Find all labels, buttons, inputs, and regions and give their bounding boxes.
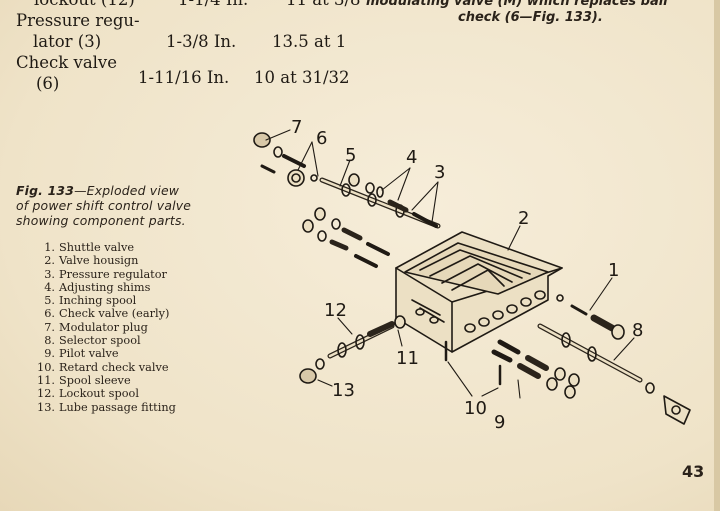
valve-housing-drawing	[395, 231, 563, 353]
list-item: 6.Check valve (early)	[44, 307, 170, 321]
caption-figure-number: Fig. 133	[16, 183, 75, 198]
spec-value-lockout: 11 at 3/8	[286, 0, 361, 9]
list-item: 8.Selector spool	[44, 334, 141, 348]
parts-list: 1.Shuttle valve 2.Valve housign 3.Pressu…	[36, 241, 176, 414]
page-number: 43	[682, 462, 705, 481]
callout-6: 6	[316, 128, 327, 149]
list-item: 5.Inching spool	[44, 294, 137, 308]
caption-line1-rest: —Exploded view	[74, 183, 180, 198]
caption-line2: of power shift control valve	[16, 198, 192, 213]
small-plugs-drawing	[302, 207, 390, 268]
selector-spool-drawing	[537, 323, 691, 425]
list-item: 10.Retard check valve	[37, 360, 169, 374]
caption-line3: showing component parts.	[16, 213, 186, 228]
list-item: 12.Lockout spool	[37, 387, 139, 401]
body-text-line2: check (6—Fig. 133).	[458, 10, 603, 25]
spec-size-lockout: 1-1/4 In.	[178, 0, 248, 9]
body-text-line1: modulating valve (M) which replaces ball	[366, 0, 668, 9]
list-item: 2.Valve housign	[44, 254, 139, 268]
spec-name-regulator-line1: Pressure regu-	[16, 11, 140, 30]
shuttle-valve-drawing	[556, 294, 625, 340]
callout-3: 3	[434, 162, 445, 183]
callout-7: 7	[291, 117, 302, 138]
spec-size-regulator: 1-3/8 In.	[166, 32, 237, 51]
lockout-spool-drawing	[299, 315, 406, 384]
leader-lines	[265, 129, 635, 399]
callout-10: 10	[464, 398, 487, 419]
list-item: 4.Adjusting shims	[44, 280, 151, 294]
callout-12: 12	[324, 300, 347, 321]
callout-11: 11	[396, 348, 419, 369]
figure-caption: Fig. 133—Exploded view of power shift co…	[16, 183, 191, 228]
callout-9: 9	[494, 412, 505, 433]
pilot-valve-drawing	[491, 339, 580, 399]
spec-size-checkvalve: 1-11/16 In.	[138, 68, 230, 87]
list-item: 1.Shuttle valve	[44, 241, 135, 254]
spec-value-checkvalve: 10 at 31/32	[254, 68, 350, 87]
spec-value-regulator: 13.5 at 1	[272, 32, 347, 51]
spec-name-checkvalve-line1: Check valve	[16, 53, 118, 72]
list-item: 9.Pilot valve	[44, 347, 119, 361]
callout-4: 4	[406, 147, 417, 168]
callout-1: 1	[608, 260, 619, 281]
spec-name-lockout: lockout (12)	[34, 0, 135, 9]
callout-5: 5	[345, 145, 356, 166]
spec-name-checkvalve-line2: (6)	[36, 74, 60, 93]
spec-name-regulator-line2: lator (3)	[33, 32, 102, 51]
list-item: 13.Lube passage fitting	[37, 400, 176, 414]
callout-8: 8	[632, 320, 643, 341]
check-valve-drawing	[253, 132, 318, 187]
list-item: 3.Pressure regulator	[44, 267, 167, 281]
retard-check-valve-drawing	[444, 340, 502, 386]
pressure-regulator-drawing	[348, 173, 438, 228]
list-item: 11.Spool sleeve	[37, 373, 131, 387]
list-item: 7.Modulator plug	[44, 320, 148, 334]
page-edge	[714, 0, 720, 511]
body-text-top-right: modulating valve (M) which replaces ball…	[366, 0, 668, 26]
caption-line1: Fig. 133—Exploded view	[16, 183, 191, 198]
callout-2: 2	[518, 208, 529, 229]
callout-13: 13	[332, 380, 355, 401]
